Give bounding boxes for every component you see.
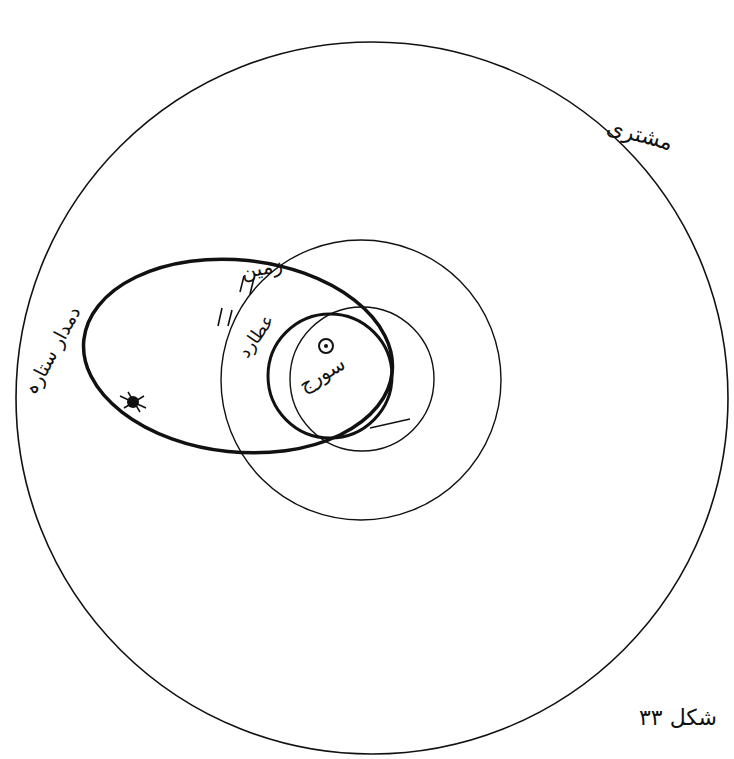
comet-symbol (120, 392, 146, 412)
figure-number: شکل ۳۳ (639, 705, 717, 731)
sun-label: سورج (294, 351, 349, 397)
jupiter-orbit (16, 42, 728, 754)
comet-label: دمدار ستارہ (19, 302, 85, 398)
planet-label: مشتری (604, 114, 676, 157)
sun-dot (324, 344, 328, 348)
planet-label: زمین (239, 253, 284, 284)
planet-mark (218, 308, 232, 326)
mercury-orbit (268, 314, 392, 438)
earth-orbit (221, 240, 501, 520)
comet-orbit (74, 244, 402, 467)
sun-symbol (319, 339, 333, 353)
tick-mark (370, 419, 410, 428)
